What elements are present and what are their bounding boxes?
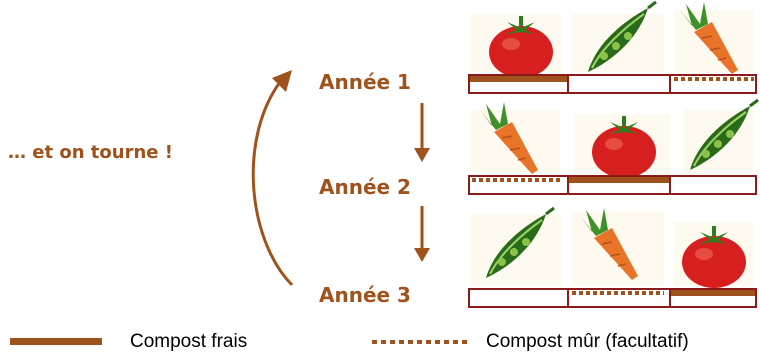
year-3-crops (470, 206, 754, 288)
legend-fresh-label: Compost frais (130, 331, 248, 352)
return-arrow-icon (251, 70, 294, 287)
compost-markers (470, 76, 755, 296)
compost-fresh-marker (569, 177, 669, 183)
rotation-label: … et on tourne ! (8, 142, 173, 163)
legend-mature-label: Compost mûr (facultatif) (486, 331, 689, 352)
compost-fresh-marker (470, 76, 567, 82)
year-3-label: Année 3 (319, 283, 411, 307)
legend-fresh-swatch (10, 338, 102, 345)
year-2-crops (470, 98, 760, 178)
year-2-label: Année 2 (319, 175, 411, 199)
down-arrow-icon (414, 206, 430, 262)
year-1-label: Année 1 (319, 70, 411, 94)
year-3-beds (468, 288, 757, 308)
down-arrow-icon (414, 103, 430, 162)
compost-fresh-marker (671, 290, 755, 296)
year-1-beds (468, 74, 757, 94)
year-1-crops (470, 0, 754, 78)
year-2-beds (468, 175, 757, 195)
